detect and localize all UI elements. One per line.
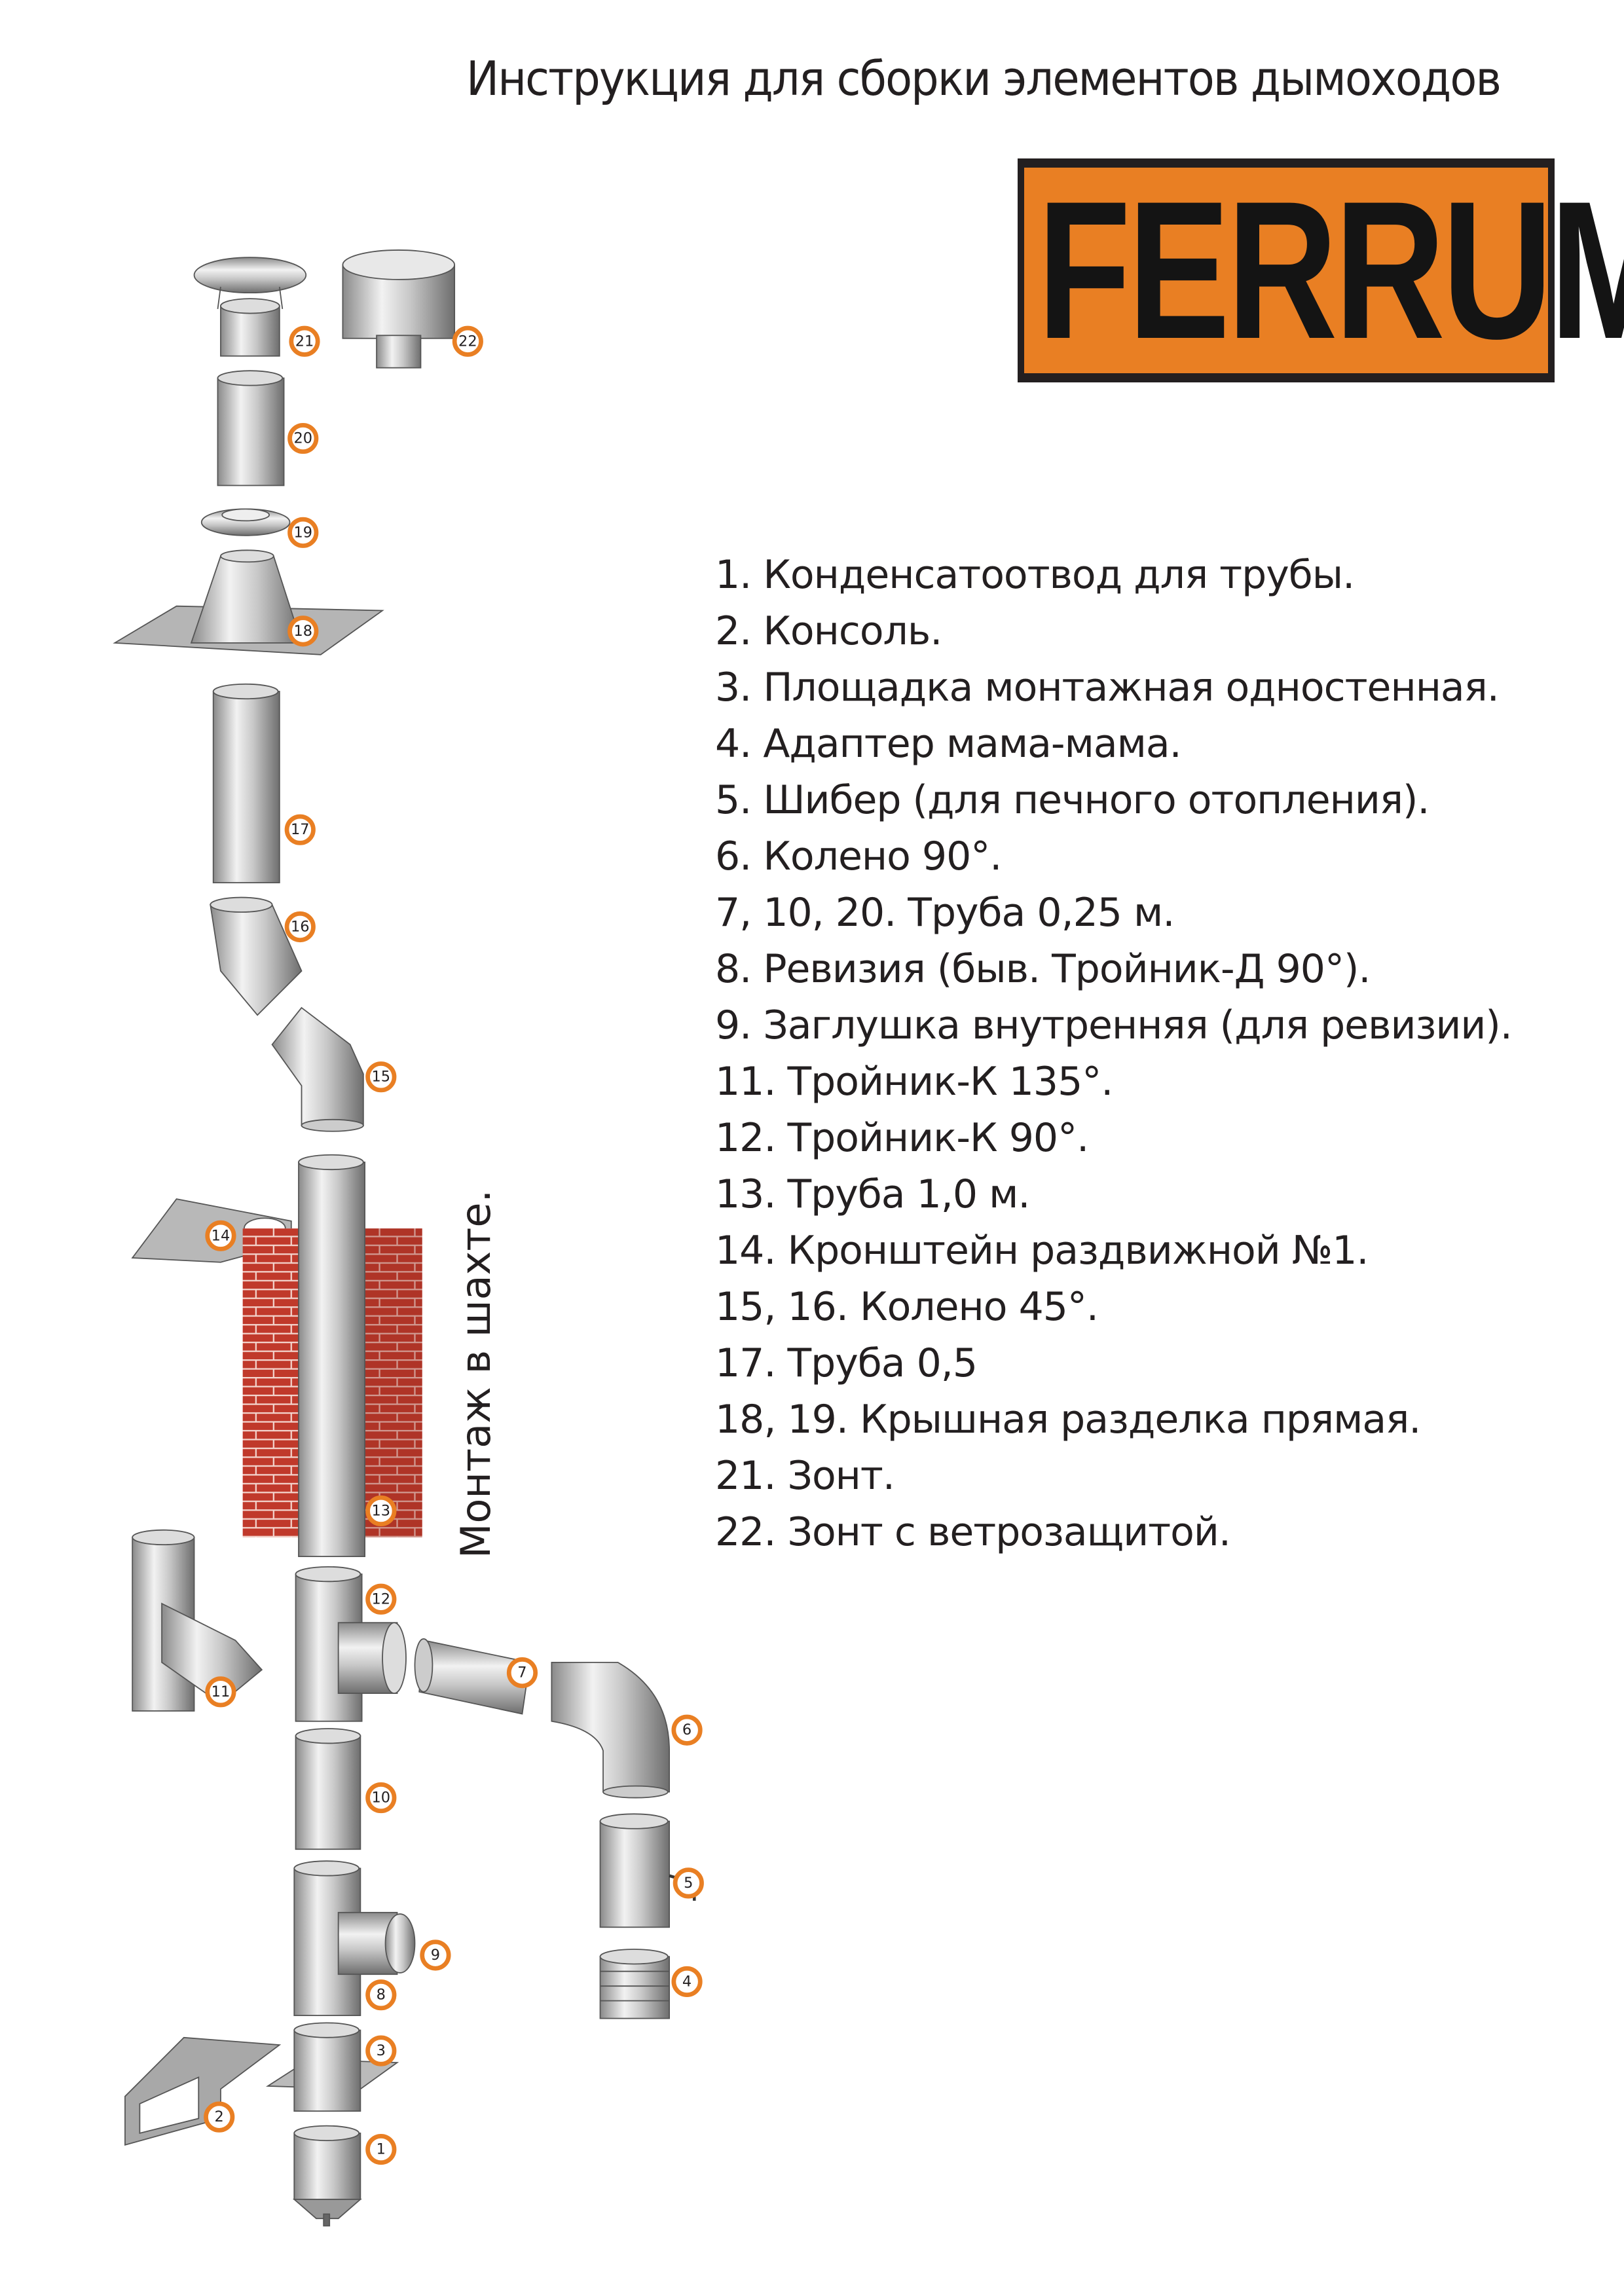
svg-text:13: 13: [372, 1502, 391, 1519]
badge-11: 11: [205, 1676, 236, 1708]
svg-text:14: 14: [212, 1227, 231, 1244]
parts-legend: 1. Конденсатоотвод для трубы. 2. Консоль…: [715, 547, 1513, 1560]
part-tee-90: [295, 1566, 407, 1722]
svg-text:7: 7: [517, 1664, 526, 1681]
ferrum-logo: FERRUM: [1018, 149, 1624, 392]
badge-9: 9: [420, 1939, 451, 1971]
badge-21: 21: [289, 325, 320, 357]
badge-10: 10: [365, 1782, 397, 1814]
svg-text:2: 2: [215, 2108, 224, 2125]
legend-item: 12. Тройник-К 90°.: [715, 1115, 1089, 1161]
badge-22: 22: [452, 325, 483, 357]
part-collar-19: [200, 508, 291, 536]
badge-1: 1: [365, 2133, 397, 2165]
legend-item: 4. Адаптер мама-мама.: [715, 721, 1182, 767]
badge-5: 5: [673, 1867, 704, 1899]
badge-3: 3: [365, 2035, 397, 2066]
badge-19: 19: [287, 517, 319, 548]
svg-text:16: 16: [291, 918, 310, 935]
badge-18: 18: [287, 615, 319, 647]
part-pipe-13: [298, 1154, 365, 1558]
legend-item: 1. Конденсатоотвод для трубы.: [715, 552, 1355, 598]
svg-text:8: 8: [377, 1987, 386, 2004]
part-umbrella: [193, 257, 307, 357]
badge-13: 13: [365, 1495, 397, 1527]
svg-text:19: 19: [293, 524, 312, 541]
part-damper: [599, 1813, 696, 1928]
logo-background: [1024, 168, 1548, 373]
legend-item: 9. Заглушка внутренняя (для ревизии).: [715, 1002, 1513, 1048]
part-roof-flashing: [113, 549, 384, 655]
badge-4: 4: [671, 1966, 703, 1998]
legend-item: 3. Площадка монтажная одностенная.: [715, 665, 1500, 710]
badge-20: 20: [287, 422, 319, 454]
badge-16: 16: [284, 911, 316, 943]
part-wind-protected-umbrella: [342, 249, 456, 369]
badge-2: 2: [204, 2101, 235, 2133]
svg-text:3: 3: [377, 2042, 386, 2059]
badge-17: 17: [284, 814, 316, 845]
legend-item: 5. Шибер (для печного отопления).: [715, 777, 1430, 823]
part-pipe-10: [295, 1728, 361, 1850]
svg-text:10: 10: [372, 1790, 391, 1807]
legend-item: 13. Труба 1,0 м.: [715, 1171, 1030, 1217]
logo-text: FERRUM: [1037, 160, 1624, 380]
page-title: Инструкция для сборки элементов дымоходо…: [466, 51, 1502, 106]
part-elbow-90: [551, 1661, 670, 1799]
legend-item: 8. Ревизия (быв. Тройник-Д 90°).: [715, 946, 1371, 992]
legend-item: 6. Колено 90°.: [715, 834, 1002, 879]
badge-14: 14: [205, 1220, 236, 1251]
svg-text:22: 22: [458, 333, 477, 350]
part-revision-plug: [384, 1913, 416, 1974]
legend-item: 14. Кронштейн раздвижной №1.: [715, 1228, 1369, 1274]
svg-text:9: 9: [431, 1947, 440, 1964]
badge-6: 6: [671, 1714, 703, 1746]
callout-badges: 21 22 20 19 18 17 16 15 14 13 12 11 7 6 …: [204, 325, 704, 2165]
part-condensate-drain: [292, 2125, 362, 2227]
legend-item: 2. Консоль.: [715, 608, 942, 654]
legend-item: 22. Зонт с ветрозащитой.: [715, 1509, 1231, 1555]
legend-item: 18, 19. Крышная разделка прямая.: [715, 1397, 1421, 1442]
legend-item: 7, 10, 20. Труба 0,25 м.: [715, 890, 1175, 936]
part-elbow-16: [210, 896, 303, 1016]
badge-7: 7: [506, 1657, 538, 1689]
part-elbow-15: [271, 1006, 364, 1132]
legend-item: 21. Зонт.: [715, 1453, 895, 1499]
badge-12: 12: [365, 1583, 397, 1615]
shaft-installation-label: Монтаж в шахте.: [452, 1189, 500, 1558]
part-pipe-7: [414, 1638, 530, 1715]
part-revision-tee: [293, 1860, 398, 2017]
part-pipe-17: [212, 683, 280, 883]
badge-8: 8: [365, 1979, 397, 2011]
svg-text:18: 18: [293, 623, 312, 640]
part-console: [124, 2036, 282, 2146]
svg-text:17: 17: [291, 821, 310, 838]
part-mounting-platform: [265, 2022, 399, 2112]
svg-text:12: 12: [372, 1590, 391, 1607]
svg-text:11: 11: [212, 1683, 231, 1700]
part-tee-135: [132, 1529, 263, 1712]
svg-text:15: 15: [372, 1069, 391, 1086]
legend-item: 17. Труба 0,5: [715, 1340, 978, 1386]
svg-text:6: 6: [682, 1721, 692, 1738]
badge-15: 15: [365, 1061, 397, 1093]
part-adapter: [599, 1949, 671, 2019]
svg-text:20: 20: [293, 430, 312, 447]
legend-item: 15, 16. Колено 45°.: [715, 1284, 1099, 1330]
svg-text:5: 5: [684, 1875, 693, 1892]
part-pipe-20: [217, 370, 285, 487]
svg-text:1: 1: [377, 2141, 386, 2158]
legend-item: 11. Тройник-К 135°.: [715, 1059, 1113, 1105]
svg-text:4: 4: [682, 1973, 692, 1990]
svg-text:21: 21: [295, 333, 314, 350]
